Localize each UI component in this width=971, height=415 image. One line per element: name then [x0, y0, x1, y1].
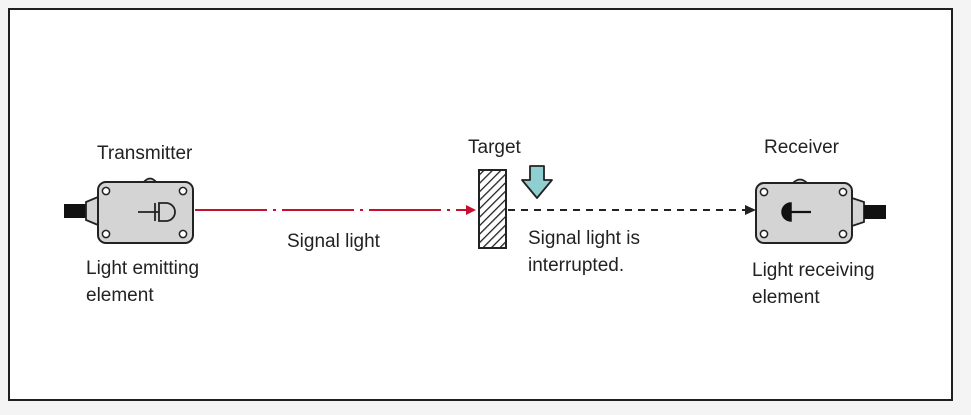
down-arrow-icon	[521, 165, 553, 199]
receiver-device	[755, 178, 853, 244]
receiver-label: Receiver	[764, 137, 839, 158]
transmitter-label: Transmitter	[97, 143, 193, 164]
transmitter-cable	[64, 195, 99, 227]
target-block	[478, 169, 507, 249]
receiver-cable	[851, 196, 886, 228]
emitter-icon	[138, 202, 176, 222]
interrupted-beam	[508, 205, 756, 215]
interrupted-label-line1: Signal light is	[528, 228, 640, 249]
emitting-element-label-line2: element	[86, 285, 154, 306]
receiving-element-label-line1: Light receiving	[752, 260, 875, 281]
emitting-element-label-line1: Light emitting	[86, 258, 200, 279]
interrupted-label-line2: interrupted.	[528, 255, 625, 276]
target-label: Target	[468, 137, 521, 158]
receiving-element-label-line2: element	[752, 287, 820, 308]
transmitter-device	[97, 177, 194, 244]
receiver-icon	[781, 202, 811, 222]
signal-beam	[195, 205, 476, 215]
signal-light-label: Signal light	[287, 231, 380, 252]
